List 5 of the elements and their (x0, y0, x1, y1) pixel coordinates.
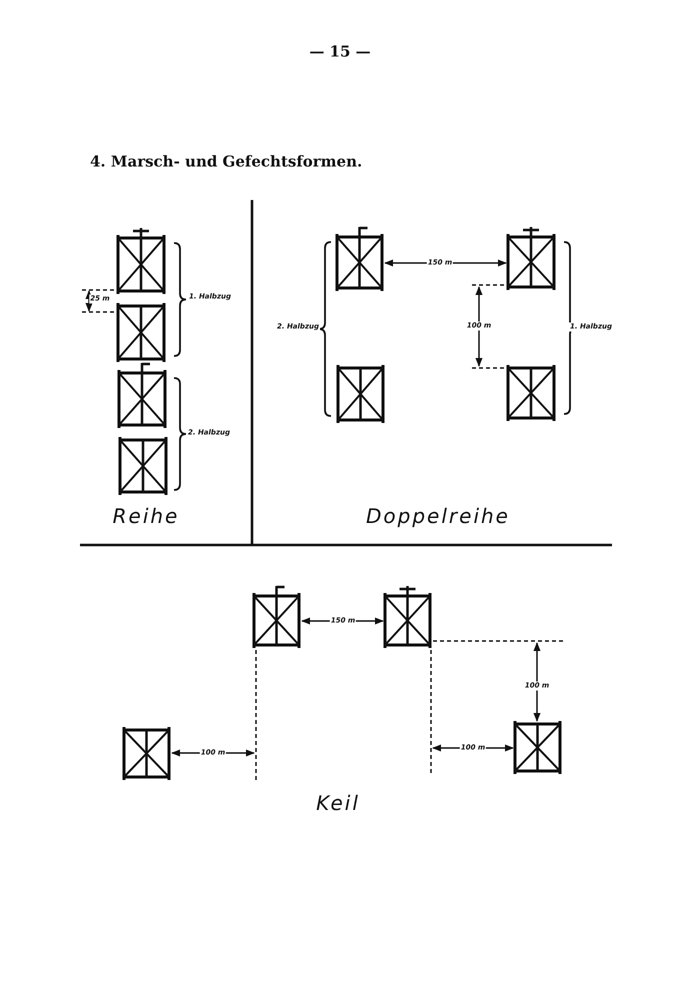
page-number: — 15 — (309, 44, 371, 60)
section-heading: 4. Marsch- und Gefechtsformen. (90, 154, 362, 170)
formation-caption: Keil (316, 793, 360, 813)
formation-caption: Doppelreihe (366, 506, 510, 526)
formation-caption: Reihe (112, 506, 180, 526)
